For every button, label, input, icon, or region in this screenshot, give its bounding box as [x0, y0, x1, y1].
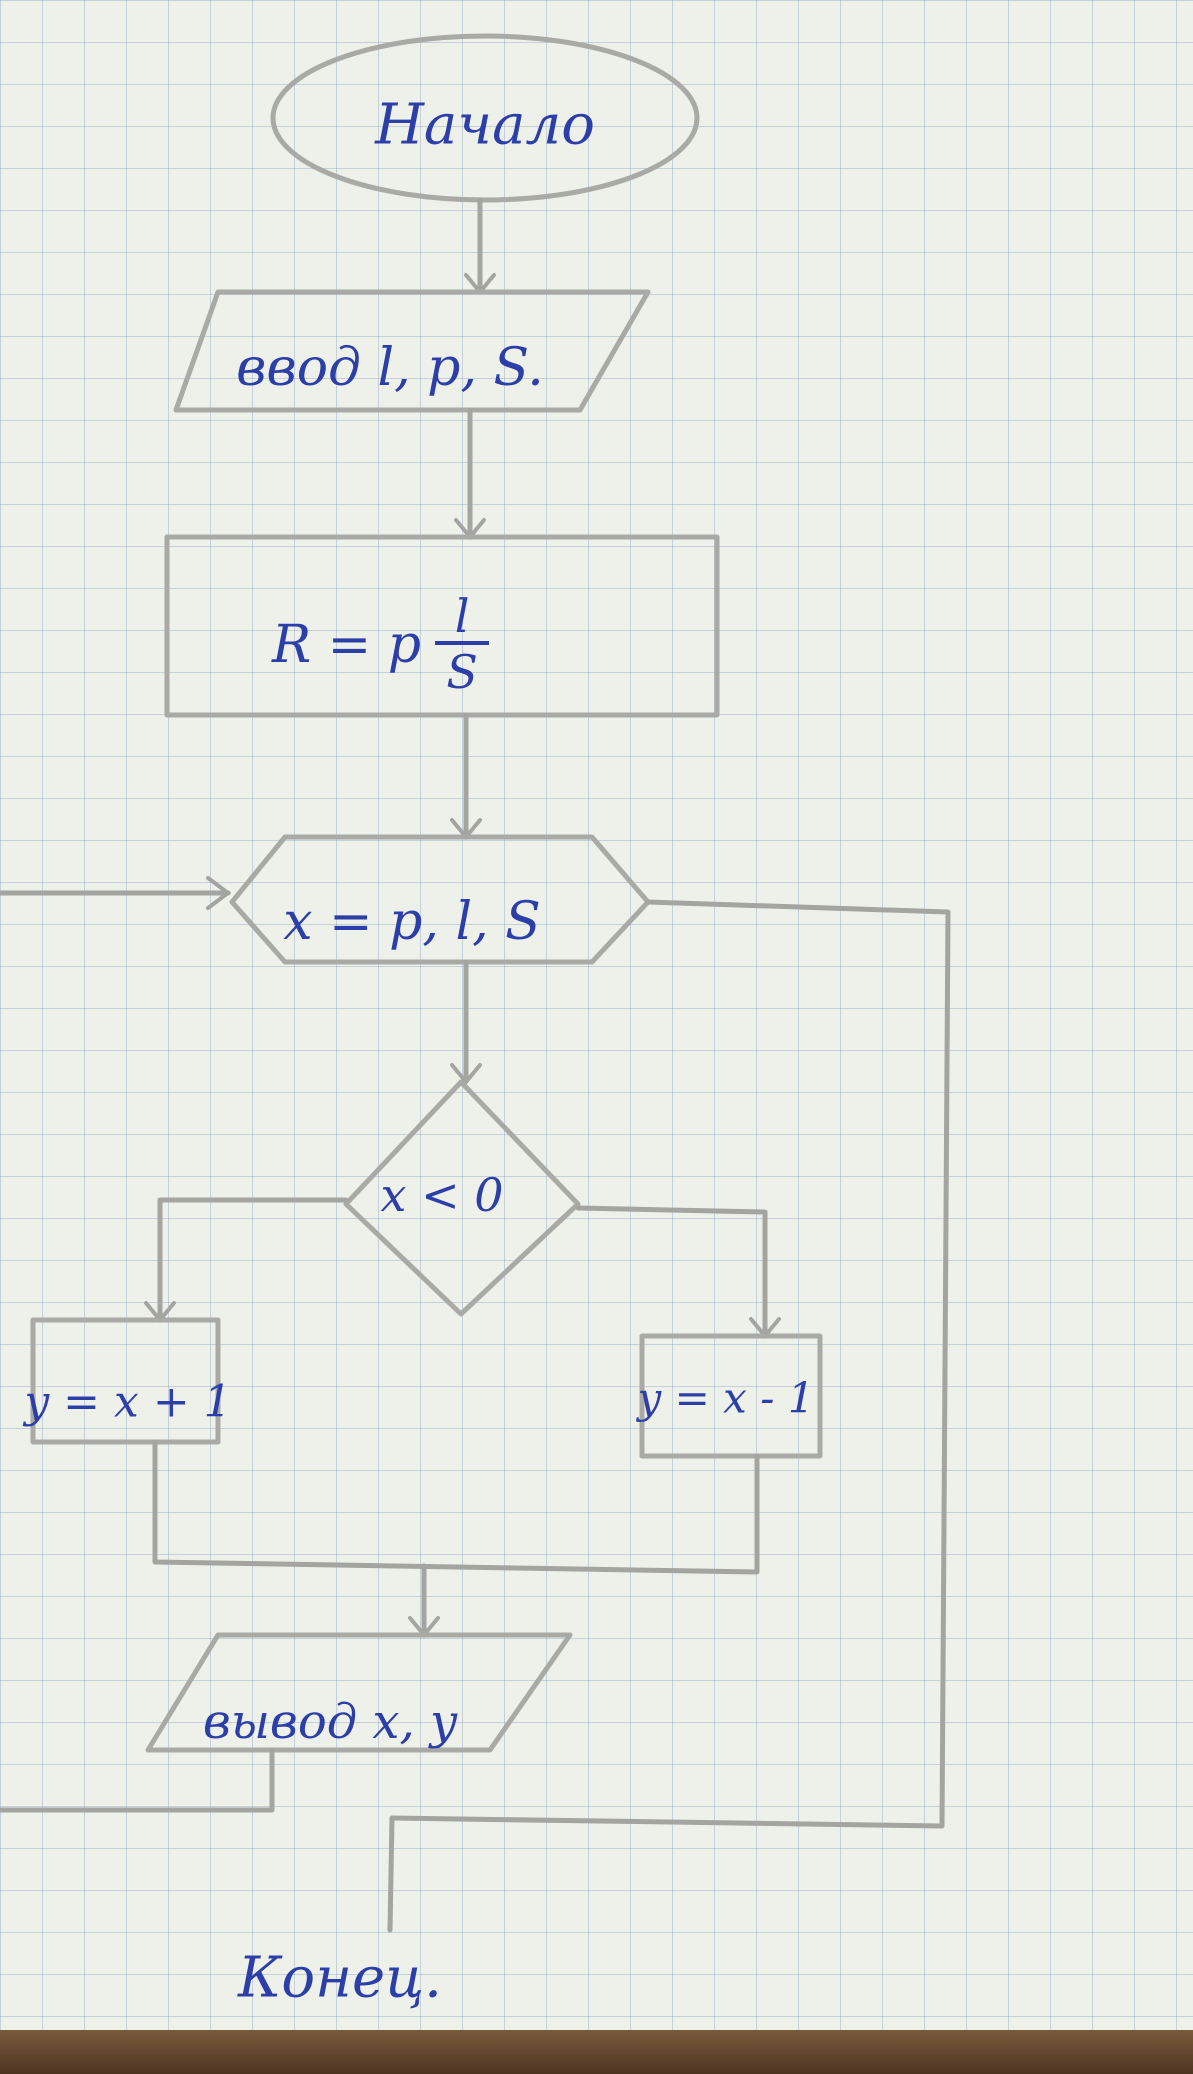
process-block: [164, 534, 720, 718]
loop-back-arrowhead: [206, 876, 232, 910]
merge-line: [152, 1439, 760, 1575]
right-branch-block: [639, 1333, 823, 1459]
loop-end-line: [387, 1815, 945, 1933]
fraction-bar: [435, 641, 490, 645]
end-label: Конец.: [238, 1945, 442, 2011]
branch-right-line: [575, 1205, 768, 1337]
output-exit-line: [0, 1747, 275, 1813]
left-branch-label: y = x + 1: [24, 1376, 232, 1428]
input-label: ввод l, p, S.: [236, 338, 544, 398]
graph-paper: [0, 0, 1193, 2030]
loop-label: x = p, l, S: [283, 892, 541, 952]
output-block: [145, 1632, 573, 1753]
condition-block: [343, 1079, 581, 1317]
formula: R = p l S: [272, 585, 490, 705]
start-terminator: [270, 33, 700, 203]
start-label: Начало: [375, 92, 595, 158]
branch-left-line: [157, 1197, 349, 1321]
loop-exit-line: [645, 899, 951, 1829]
table-edge: [0, 2030, 1193, 2074]
output-label: вывод x, y: [202, 1694, 458, 1750]
right-branch-label: y = x - 1: [637, 1373, 815, 1423]
formula-denominator: S: [446, 645, 478, 699]
formula-numerator: l: [454, 589, 470, 643]
condition-label: x < 0: [380, 1168, 504, 1222]
input-block: [173, 289, 651, 413]
loop-block: [229, 834, 651, 965]
arrowhead-condition: [450, 1063, 482, 1086]
formula-lhs: R = p: [272, 615, 422, 675]
formula-fraction: l S: [435, 589, 490, 699]
left-branch-block: [30, 1317, 221, 1445]
